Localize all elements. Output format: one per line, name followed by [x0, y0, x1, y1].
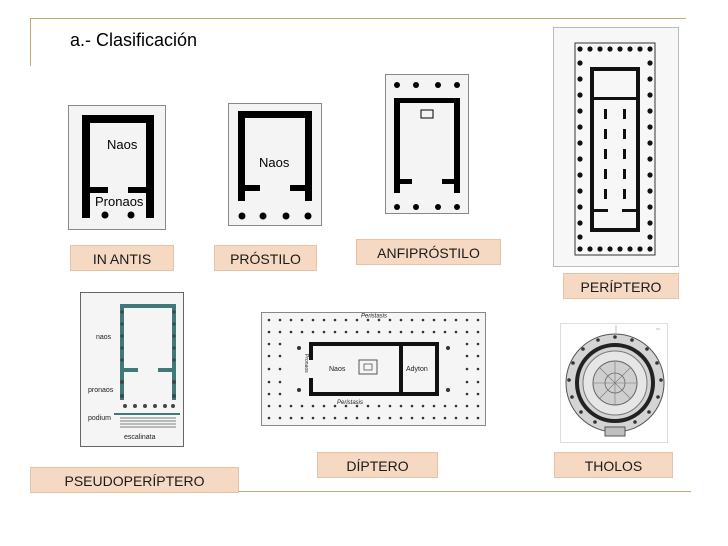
- diptero-plan: Peristasis Peristasis Naos Adyton Pronao…: [261, 312, 486, 426]
- pseudo-naos-text: naos: [96, 334, 112, 341]
- pseudoperiptero-plan: naos pronaos podium escalinata: [80, 292, 184, 447]
- label-periptero: PERÍPTERO: [563, 273, 679, 299]
- label-prostilo: PRÓSTILO: [214, 245, 317, 271]
- slide-frame-bottom: [40, 491, 691, 492]
- label-in-antis: IN ANTIS: [70, 245, 174, 271]
- in-antis-plan: Naos Pronaos: [68, 105, 166, 230]
- periptero-plan: [553, 27, 679, 267]
- in-antis-pronaos-text: Pronaos: [95, 194, 144, 209]
- anfiprostilo-plan: [385, 74, 469, 214]
- pseudo-escalinata-text: escalinata: [124, 434, 156, 441]
- diptero-adyton-text: Adyton: [406, 366, 428, 373]
- diptero-pronaos-text: Pronaos: [303, 354, 309, 373]
- pseudo-pronaos-text: pronaos: [88, 387, 114, 394]
- label-diptero: DÍPTERO: [317, 452, 438, 478]
- in-antis-naos-text: Naos: [107, 137, 138, 152]
- diptero-peristasis-top-text: Peristasis: [361, 314, 387, 320]
- prostilo-plan: Naos: [228, 103, 322, 226]
- tholos-plan: [560, 323, 668, 443]
- label-pseudoperiptero: PSEUDOPERÍPTERO: [30, 467, 239, 493]
- pseudo-podium-text: podium: [88, 415, 111, 422]
- label-anfiprostilo: ANFIPRÓSTILO: [356, 239, 501, 265]
- slide-frame-left: [30, 18, 31, 66]
- slide-frame-top: [30, 18, 686, 19]
- prostilo-naos-text: Naos: [259, 155, 290, 170]
- diptero-peristasis-bottom-text: Peristasis: [337, 400, 363, 406]
- slide-title: a.- Clasificación: [70, 30, 198, 50]
- label-tholos: THOLOS: [554, 452, 673, 478]
- diptero-naos-text: Naos: [329, 366, 346, 373]
